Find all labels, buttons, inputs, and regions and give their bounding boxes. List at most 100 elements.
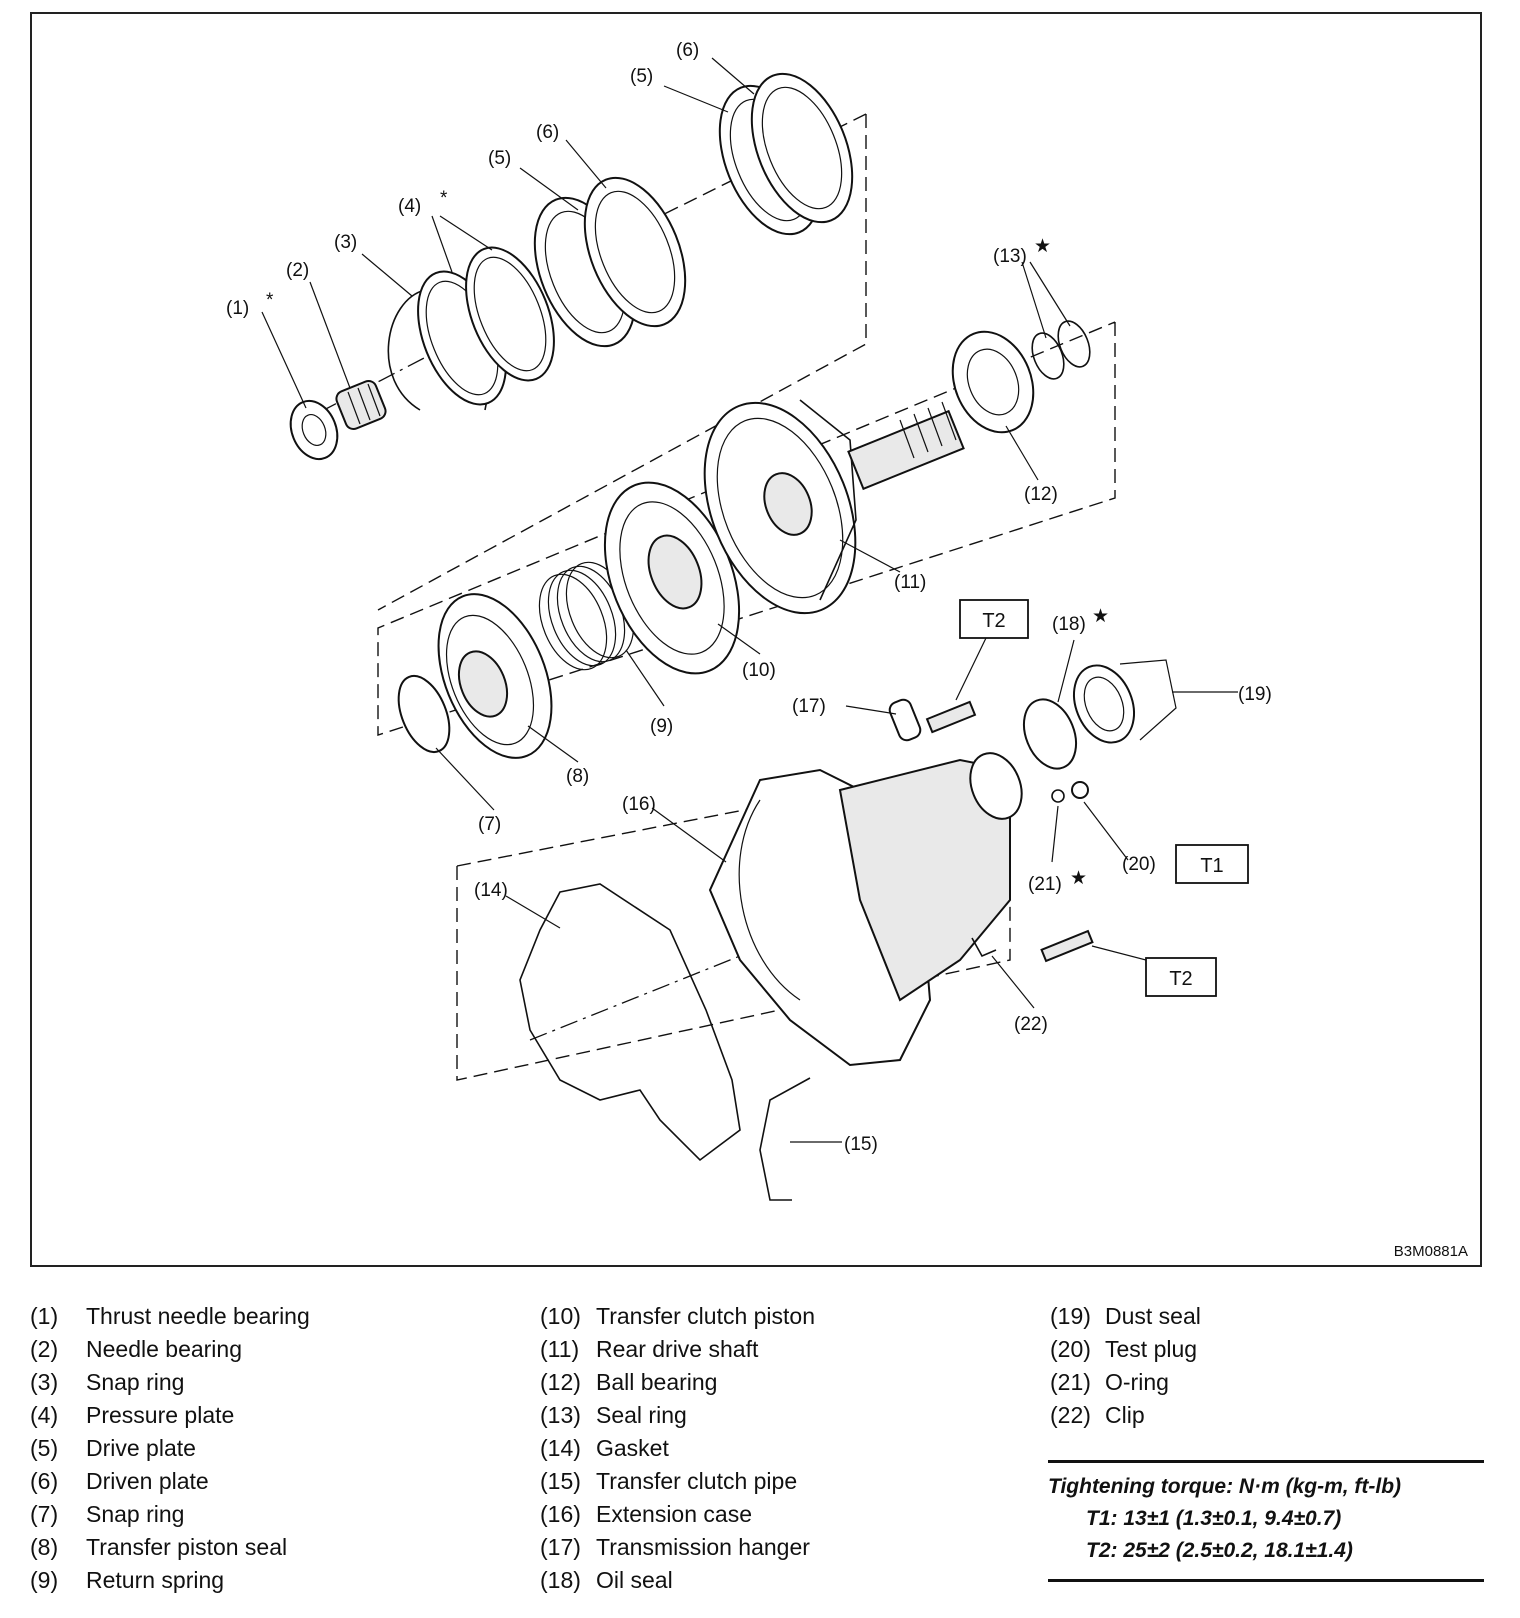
torque-t1: T1: 13±1 (1.3±0.1, 9.4±0.7) xyxy=(1086,1507,1342,1530)
callout-3: (3) xyxy=(334,232,357,253)
callout-16: (16) xyxy=(622,794,656,815)
callout-18: (18) xyxy=(1052,614,1086,635)
legend-item-name: Return spring xyxy=(86,1567,225,1593)
callout-20: (20) xyxy=(1122,854,1156,875)
callouts: (1) (2) (3) (4) (5) (6) (5) (6) (13) (12… xyxy=(226,40,1272,1155)
legend-column-1: (1)Thrust needle bearing (2) Needle bearin… xyxy=(30,1300,310,1597)
torque-box-t2-bottom: T2 xyxy=(1145,957,1217,997)
clip-part xyxy=(971,937,997,958)
legend-item: (11) Rear drive shaft xyxy=(540,1333,815,1366)
callout-17: (17) xyxy=(792,696,826,717)
legend-item: (20)Test plug xyxy=(1050,1333,1201,1366)
o-ring-part xyxy=(1051,789,1065,803)
test-plug-part xyxy=(1071,781,1089,799)
legend-item-name: Thrust needle bearing xyxy=(86,1303,310,1329)
callout-22: (22) xyxy=(1014,1014,1048,1035)
callout-10: (10) xyxy=(742,660,776,681)
legend-item-number: (11) xyxy=(540,1336,580,1362)
torque-t2: T2: 25±2 (2.5±0.2, 18.1±1.4) xyxy=(1086,1539,1353,1562)
callout-6a: (6) xyxy=(676,40,699,61)
legend-item-name: Seal ring xyxy=(596,1402,687,1428)
callout-2: (2) xyxy=(286,260,309,281)
callout-11: (11) xyxy=(894,572,926,593)
bolt-part xyxy=(1040,929,1094,963)
asterisk-marker-1: * xyxy=(266,290,274,311)
legend-item-number: (16) xyxy=(540,1501,581,1527)
rear-drive-shaft-part xyxy=(703,399,965,615)
legend-item-number: (5) xyxy=(30,1435,59,1461)
callout-12: (12) xyxy=(1024,484,1058,505)
legend-item: (7)Snap ring xyxy=(30,1498,310,1531)
image-code: B3M0881A xyxy=(1393,1243,1468,1260)
torque-heading: Tightening torque: N·m (kg-m, ft-lb) xyxy=(1048,1475,1402,1498)
clutch-plates-lower-part xyxy=(533,176,687,348)
legend-item-name: Snap ring xyxy=(86,1369,185,1395)
legend-item: (21) O-ring xyxy=(1050,1366,1201,1399)
legend-item-name: Test plug xyxy=(1105,1336,1198,1362)
tightening-torque-block: Tightening torque: N·m (kg-m, ft-lb) T1:… xyxy=(1048,1460,1484,1582)
seal-ring-part xyxy=(1031,320,1091,380)
callout-1: (1) xyxy=(226,298,249,319)
legend-item-name: Transfer clutch pipe xyxy=(596,1468,798,1494)
legend-item-name: Needle bearing xyxy=(86,1336,243,1362)
legend-column-2: (10)Transfer clutch piston(11)Rear drive… xyxy=(540,1300,815,1597)
transfer-clutch-pipe-part xyxy=(759,1077,811,1201)
legend-item: (15) Transfer clutch pipe xyxy=(540,1465,815,1498)
legend-item-name: Transfer clutch piston xyxy=(596,1303,816,1329)
dust-seal-part xyxy=(1073,659,1177,744)
callout-8: (8) xyxy=(566,766,589,787)
legend-item-name: O-ring xyxy=(1105,1369,1169,1395)
gasket-part xyxy=(519,883,741,1162)
legend-item-number: (22) xyxy=(1050,1402,1091,1428)
legend-item-number: (2) xyxy=(30,1336,59,1362)
legend-column-3: (19)Dust seal(20)Test plug(21)O-ring(22)… xyxy=(1050,1300,1201,1432)
legend-item-name: Transmission hanger xyxy=(596,1534,810,1560)
legend-item-number: (6) xyxy=(30,1468,59,1494)
legend-item-number: (4) xyxy=(30,1402,59,1428)
legend-item-number: (17) xyxy=(540,1534,581,1560)
legend-item: (22) Clip xyxy=(1050,1399,1201,1432)
legend-item-name: Oil seal xyxy=(596,1567,673,1593)
star-marker-18: ★ xyxy=(1092,606,1109,627)
thrust-needle-bearing-part xyxy=(289,399,339,461)
legend-item-name: Driven plate xyxy=(86,1468,209,1494)
callout-9: (9) xyxy=(650,716,673,737)
legend-item: (1)Thrust needle bearing xyxy=(30,1300,310,1333)
needle-bearing-part xyxy=(335,380,387,430)
extension-case-part xyxy=(708,752,1023,1067)
legend-item: (14) Gasket xyxy=(540,1432,815,1465)
legend-item: (8)Transfer piston seal xyxy=(30,1531,310,1564)
legend-item-name: Rear drive shaft xyxy=(596,1336,759,1362)
legend-item-number: (21) xyxy=(1050,1369,1091,1395)
legend-item-number: (18) xyxy=(540,1567,581,1593)
legend-item: (13) Seal ring xyxy=(540,1399,815,1432)
callout-7: (7) xyxy=(478,814,501,835)
legend-item-name: Gasket xyxy=(596,1435,669,1461)
callout-5a: (5) xyxy=(630,66,653,87)
legend-item-number: (14) xyxy=(540,1435,581,1461)
leader-lines xyxy=(261,57,1238,1143)
transmission-hanger-part xyxy=(888,698,977,742)
callout-15: (15) xyxy=(844,1134,878,1155)
torque-box-t2-top: T2 xyxy=(959,599,1029,639)
legend-item-number: (15) xyxy=(540,1468,581,1494)
legend-item-name: Drive plate xyxy=(86,1435,196,1461)
legend-item: (16)Extension case xyxy=(540,1498,815,1531)
svg-text:T2: T2 xyxy=(1169,968,1192,990)
callout-5b: (5) xyxy=(488,148,511,169)
legend-item-number: (13) xyxy=(540,1402,581,1428)
legend-item: (17) Transmission hanger xyxy=(540,1531,815,1564)
clutch-plates-upper-part xyxy=(718,72,854,236)
oil-seal-part xyxy=(1022,698,1078,770)
asterisk-marker-4: * xyxy=(440,188,448,209)
legend-item: (6) Driven plate xyxy=(30,1465,310,1498)
legend-item-number: (19) xyxy=(1050,1303,1091,1329)
legend-item-number: (8) xyxy=(30,1534,59,1560)
legend-item-name: Clip xyxy=(1105,1402,1145,1428)
legend-item-number: (12) xyxy=(540,1369,581,1395)
legend-item-number: (3) xyxy=(30,1369,59,1395)
callout-13: (13) xyxy=(993,246,1027,267)
torque-box-t1: T1 xyxy=(1175,844,1249,884)
legend-item: (9)Return spring xyxy=(30,1564,310,1597)
